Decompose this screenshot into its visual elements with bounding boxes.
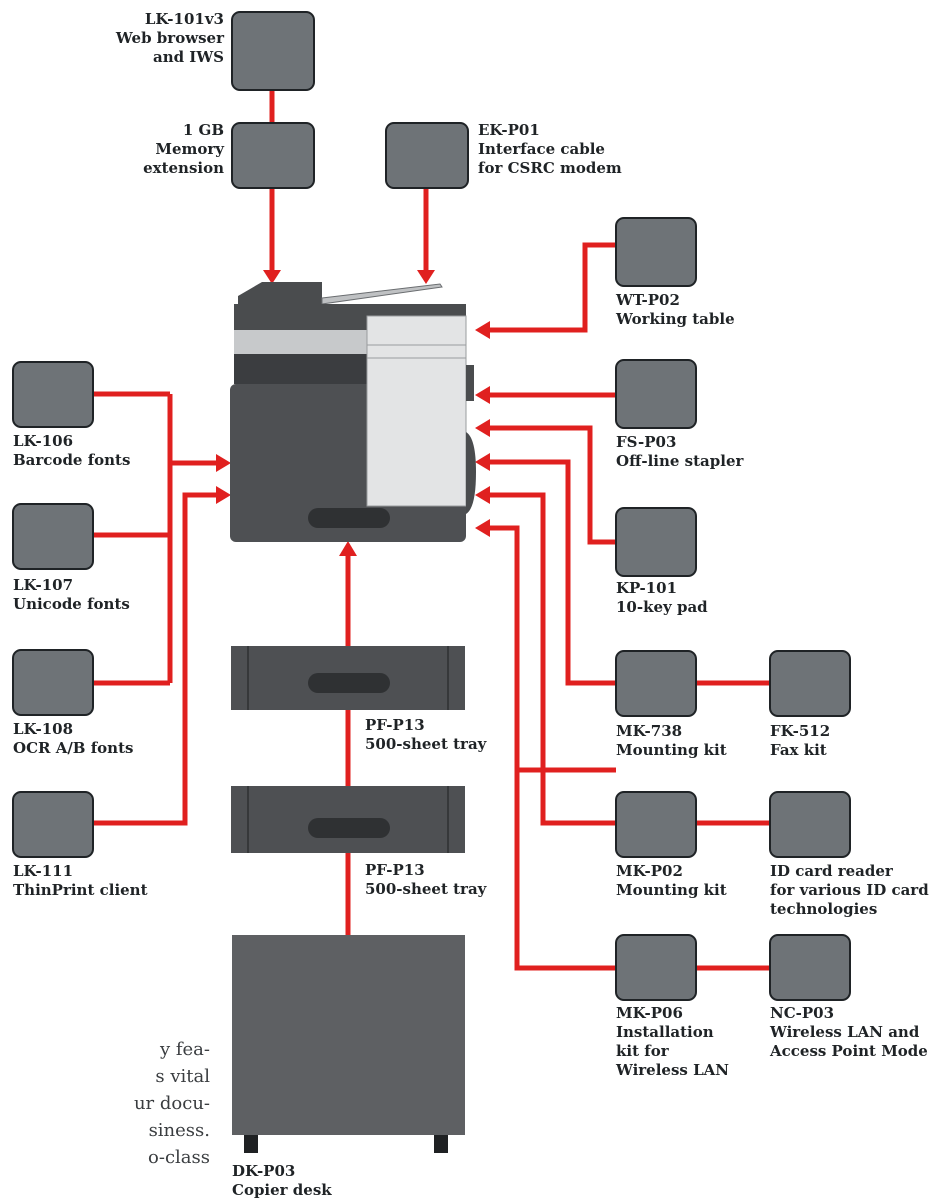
- tray-handle: [308, 673, 390, 693]
- connector-mk738-device: [485, 459, 616, 686]
- desk-body: [232, 935, 465, 1135]
- box-lk108: [12, 649, 94, 716]
- box-kp101: [615, 507, 697, 577]
- box-ekp01: [385, 122, 469, 189]
- box-mk738: [615, 650, 697, 717]
- arrowhead: [475, 386, 490, 404]
- box-fsp03: [615, 359, 697, 429]
- arrowhead: [475, 519, 490, 537]
- arrowhead: [263, 270, 281, 284]
- box-lk101v3: [231, 11, 315, 91]
- arrowhead: [339, 541, 357, 556]
- connector-wtp02-device: [485, 242, 616, 333]
- side-panel: [466, 432, 476, 514]
- connector-lk111-device: [93, 492, 220, 826]
- finisher-unit: [366, 315, 467, 507]
- box-fk512: [769, 650, 851, 717]
- connector-kp101-device: [485, 425, 616, 545]
- arrowhead: [475, 419, 490, 437]
- arrowheads: [216, 270, 490, 556]
- output-tray-paper: [321, 283, 443, 305]
- tray-handle: [308, 818, 390, 838]
- main-device: [230, 282, 476, 542]
- connector-mkp02-device: [485, 492, 616, 826]
- box-ncp03: [769, 934, 851, 1001]
- connector-mkp06-device-b: [485, 525, 616, 971]
- box-wtp02: [615, 217, 697, 287]
- box-lk106: [12, 361, 94, 428]
- box-mkp06: [615, 934, 697, 1001]
- box-memory: [231, 122, 315, 189]
- box-mkp02: [615, 791, 697, 858]
- arrowhead: [216, 454, 231, 472]
- paper-tray-1: [231, 646, 465, 710]
- box-lk107: [12, 503, 94, 570]
- option-boxes: [12, 11, 851, 1001]
- stapler-unit: [466, 365, 474, 401]
- arrowhead: [475, 486, 490, 504]
- arrowhead: [475, 321, 490, 339]
- copier-desk: [232, 935, 465, 1153]
- desk-wheel: [434, 1135, 448, 1153]
- box-idcard: [769, 791, 851, 858]
- connector-mkp06-device: [485, 525, 616, 773]
- paper-tray-2: [231, 786, 465, 853]
- tray-handle: [308, 508, 390, 528]
- box-lk111: [12, 791, 94, 858]
- arrowhead: [417, 270, 435, 284]
- desk-wheel: [244, 1135, 258, 1153]
- document-feeder: [238, 282, 322, 305]
- arrowhead: [475, 453, 490, 471]
- connector-lines: [93, 90, 770, 971]
- arrowhead: [216, 486, 231, 504]
